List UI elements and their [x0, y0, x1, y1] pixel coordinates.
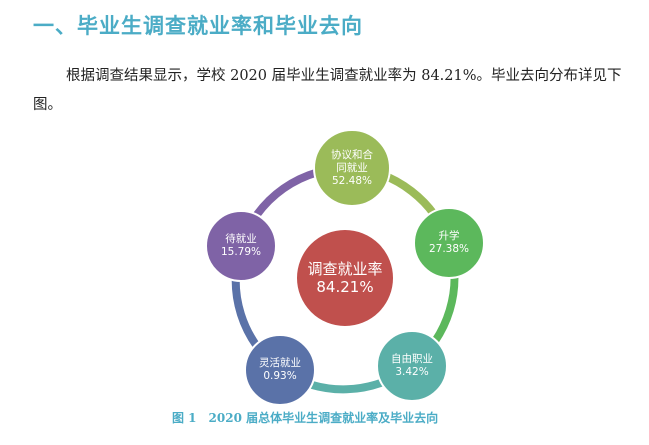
node-value: 0.93% — [263, 370, 297, 382]
figure-caption: 图 1 2020 届总体毕业生调查就业率及毕业去向 — [172, 411, 439, 425]
node-label: 待就业 — [225, 233, 257, 245]
body-paragraph: 根据调查结果显示，学校 2020 届毕业生调查就业率为 84.21%。毕业去向分… — [33, 68, 622, 113]
center-value: 84.21% — [316, 278, 374, 296]
node-value: 15.79% — [220, 246, 262, 258]
node-label: 同就业 — [336, 161, 368, 174]
node-label: 灵活就业 — [259, 357, 301, 369]
center-label: 调查就业率 — [307, 260, 383, 278]
node-value: 52.48% — [331, 174, 373, 187]
section-heading: 一、毕业生调查就业率和毕业去向 — [33, 14, 363, 38]
employment-rate-circle: 调查就业率 84.21% — [295, 228, 395, 328]
node-value: 3.42% — [395, 366, 429, 378]
node-label: 自由职业 — [391, 353, 433, 365]
node-label: 升学 — [438, 230, 460, 242]
node-label: 协议和合 — [331, 148, 373, 161]
node-awaiting-employment: 待就业 15.79% — [205, 210, 277, 282]
node-flexible-employment: 灵活就业 0.93% — [244, 334, 316, 406]
node-further-study: 升学 27.38% — [413, 207, 485, 279]
node-value: 27.38% — [428, 243, 470, 255]
node-contract-employment: 协议和合 同就业 52.48% — [313, 129, 391, 207]
node-freelance: 自由职业 3.42% — [376, 330, 448, 402]
